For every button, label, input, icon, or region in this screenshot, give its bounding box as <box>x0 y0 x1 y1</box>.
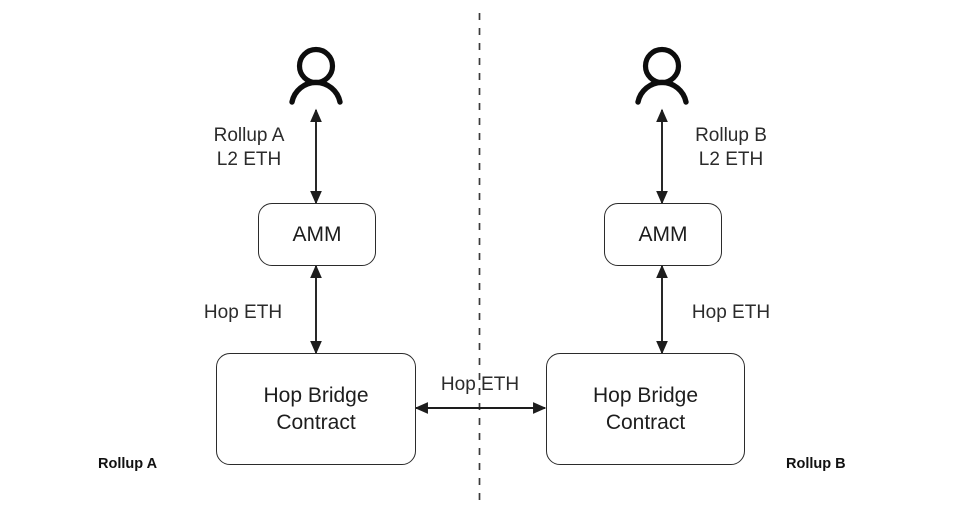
amm-box-left-label: AMM <box>292 222 342 246</box>
hop-bridge-contract-box-right[interactable]: Hop Bridge Contract <box>546 353 745 465</box>
edge-label-right-actor-amm: Rollup B L2 ETH <box>695 125 767 170</box>
hop-bridge-contract-box-left[interactable]: Hop Bridge Contract <box>216 353 416 465</box>
amm-box-left[interactable]: AMM <box>258 203 376 266</box>
edge-label-left-actor-amm: Rollup A L2 ETH <box>213 125 285 170</box>
amm-box-right-label: AMM <box>638 222 688 246</box>
person-icon-left <box>289 46 343 105</box>
zone-label-rollup-a: Rollup A <box>98 456 158 472</box>
edge-label-right-amm-bridge: Hop ETH <box>691 302 771 323</box>
edge-label-bridge-to-bridge: Hop ETH <box>440 374 520 395</box>
amm-box-right[interactable]: AMM <box>604 203 722 266</box>
edge-label-left-amm-bridge: Hop ETH <box>203 302 283 323</box>
zone-label-rollup-b: Rollup B <box>786 456 846 472</box>
person-icon-right <box>635 46 689 105</box>
hop-bridge-contract-box-left-label: Hop Bridge Contract <box>263 383 369 434</box>
hop-bridge-contract-box-right-label: Hop Bridge Contract <box>592 383 699 434</box>
